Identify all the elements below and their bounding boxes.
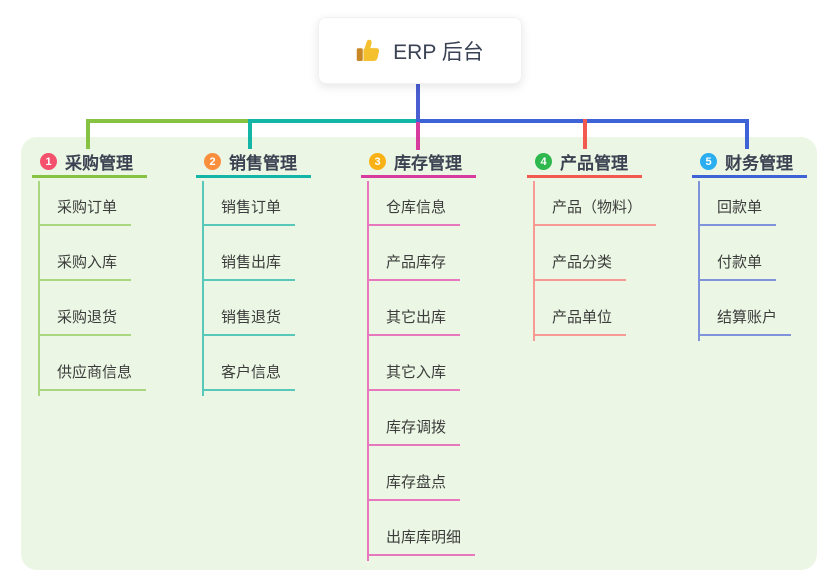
branch-trunk-line: [202, 181, 204, 396]
child-node[interactable]: 采购退货: [38, 281, 147, 336]
child-node-label[interactable]: 仓库信息: [367, 196, 461, 226]
connector-drop-sales: [248, 119, 252, 149]
child-node[interactable]: 采购入库: [38, 226, 147, 281]
branch-title[interactable]: 5 财务管理: [692, 148, 807, 178]
child-node-label[interactable]: 出库库明细: [367, 526, 476, 556]
child-node[interactable]: 产品（物料）: [533, 178, 657, 226]
branch-title[interactable]: 3 库存管理: [361, 148, 476, 178]
child-node-label[interactable]: 销售出库: [202, 251, 296, 281]
child-node-label[interactable]: 产品库存: [367, 251, 461, 281]
branch-title[interactable]: 2 销售管理: [196, 148, 311, 178]
child-node-label[interactable]: 结算账户: [698, 306, 792, 336]
child-node-label[interactable]: 付款单: [698, 251, 777, 281]
branch-number-badge: 4: [535, 153, 552, 170]
branch-number-badge: 5: [700, 153, 717, 170]
child-node-label[interactable]: 回款单: [698, 196, 777, 226]
child-node[interactable]: 供应商信息: [38, 336, 147, 391]
child-node-label[interactable]: 其它出库: [367, 306, 461, 336]
branch-title[interactable]: 4 产品管理: [527, 148, 642, 178]
connector-bus-green: [86, 119, 252, 123]
branch-number-badge: 1: [40, 153, 57, 170]
branch-title-label: 销售管理: [229, 154, 297, 173]
connector-drop-product: [583, 119, 587, 149]
child-node[interactable]: 回款单: [698, 178, 807, 226]
branch-trunk-line: [367, 181, 369, 561]
branch-title-label: 库存管理: [394, 154, 462, 173]
child-node[interactable]: 销售退货: [202, 281, 311, 336]
root-node[interactable]: ERP 后台: [318, 17, 522, 84]
child-node[interactable]: 结算账户: [698, 281, 807, 336]
child-node-label[interactable]: 产品分类: [533, 251, 627, 281]
branch-children: 回款单 付款单 结算账户: [698, 178, 807, 336]
connector-drop-inventory: [416, 122, 420, 150]
child-node[interactable]: 付款单: [698, 226, 807, 281]
child-node-label[interactable]: 库存调拨: [367, 416, 461, 446]
branch-inventory: 3 库存管理 仓库信息 产品库存 其它出库 其它入库 库存调拨 库存盘点 出库库…: [361, 148, 476, 561]
child-node-label[interactable]: 其它入库: [367, 361, 461, 391]
branch-sales: 2 销售管理 销售订单 销售出库 销售退货 客户信息: [196, 148, 311, 396]
branch-children: 仓库信息 产品库存 其它出库 其它入库 库存调拨 库存盘点 出库库明细: [367, 178, 476, 556]
branches-panel: [21, 137, 817, 570]
child-node[interactable]: 产品库存: [367, 226, 476, 281]
child-node-label[interactable]: 销售订单: [202, 196, 296, 226]
connector-bus-blue: [416, 119, 749, 123]
branch-title-label: 产品管理: [560, 154, 628, 173]
branch-finance: 5 财务管理 回款单 付款单 结算账户: [692, 148, 807, 341]
branch-children: 销售订单 销售出库 销售退货 客户信息: [202, 178, 311, 391]
branch-children: 采购订单 采购入库 采购退货 供应商信息: [38, 178, 147, 391]
thumbs-up-icon: [356, 37, 383, 64]
child-node[interactable]: 库存盘点: [367, 446, 476, 501]
branch-number-badge: 2: [204, 153, 221, 170]
child-node[interactable]: 出库库明细: [367, 501, 476, 556]
child-node[interactable]: 产品分类: [533, 226, 656, 281]
child-node[interactable]: 采购订单: [38, 178, 147, 226]
child-node-label[interactable]: 产品单位: [533, 306, 627, 336]
child-node[interactable]: 库存调拨: [367, 391, 476, 446]
branch-number-badge: 3: [369, 153, 386, 170]
child-node-label[interactable]: 客户信息: [202, 361, 296, 391]
branch-title[interactable]: 1 采购管理: [32, 148, 147, 178]
branch-product: 4 产品管理 产品（物料） 产品分类 产品单位: [527, 148, 657, 341]
branch-trunk-line: [533, 181, 535, 341]
child-node[interactable]: 产品单位: [533, 281, 656, 336]
child-node[interactable]: 其它出库: [367, 281, 476, 336]
branch-trunk-line: [38, 181, 40, 396]
child-node-label[interactable]: 供应商信息: [38, 361, 147, 391]
child-node[interactable]: 客户信息: [202, 336, 311, 391]
connector-bus-teal: [250, 119, 418, 123]
child-node[interactable]: 其它入库: [367, 336, 476, 391]
branch-title-label: 财务管理: [725, 154, 793, 173]
branch-children: 产品（物料） 产品分类 产品单位: [533, 178, 657, 336]
connector-drop-purchase: [86, 119, 90, 149]
child-node-label[interactable]: 销售退货: [202, 306, 296, 336]
connector-drop-finance: [745, 119, 749, 149]
child-node[interactable]: 仓库信息: [367, 178, 476, 226]
child-node-label[interactable]: 采购订单: [38, 196, 132, 226]
branch-purchase: 1 采购管理 采购订单 采购入库 采购退货 供应商信息: [32, 148, 147, 396]
child-node[interactable]: 销售订单: [202, 178, 311, 226]
child-node-label[interactable]: 产品（物料）: [533, 196, 657, 226]
child-node-label[interactable]: 库存盘点: [367, 471, 461, 501]
root-label: ERP 后台: [393, 40, 484, 64]
branch-trunk-line: [698, 181, 700, 341]
branch-title-label: 采购管理: [65, 154, 133, 173]
connector-root-line: [416, 84, 420, 119]
child-node[interactable]: 销售出库: [202, 226, 311, 281]
child-node-label[interactable]: 采购退货: [38, 306, 132, 336]
child-node-label[interactable]: 采购入库: [38, 251, 132, 281]
